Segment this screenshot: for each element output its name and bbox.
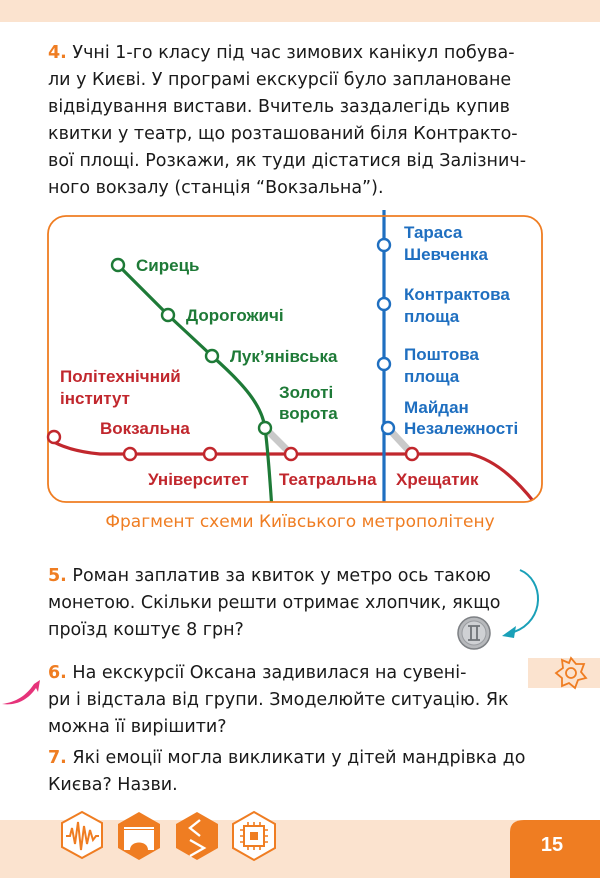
- task-4-line: квитки у театр, що розташований біля Кон…: [48, 124, 518, 144]
- station-tarasa-shevchenka: [376, 237, 392, 253]
- station-maidan: [380, 420, 396, 436]
- label-syrets: Сирець: [136, 256, 199, 275]
- label-lukianivska: Лук’янівська: [230, 347, 338, 366]
- task-number: 4.: [48, 43, 67, 63]
- code-icon: [176, 812, 218, 860]
- label-teatralna: Театральна: [279, 470, 377, 489]
- station-teatralna: [283, 446, 299, 462]
- station-politekhnichnyi: [46, 429, 62, 445]
- station-lukianivska: [204, 348, 220, 364]
- label-shevchenka: Шевченка: [404, 245, 488, 264]
- sound-wave-icon: [61, 810, 103, 860]
- coin-icon: [457, 616, 491, 650]
- label-tarasa: Тараса: [404, 223, 463, 242]
- station-universytet: [202, 446, 218, 462]
- label-ploshcha: площа: [404, 367, 460, 386]
- map-caption: Фрагмент схеми Київського метрополітену: [105, 512, 495, 532]
- task-5-line: проїзд коштує 8 грн?: [48, 620, 244, 640]
- task-7-line: Києва? Назви.: [48, 775, 178, 795]
- station-khreshchatyk: [404, 446, 420, 462]
- label-kontraktova: Контрактова: [404, 285, 510, 304]
- task-7-line: 7. Які емоції могла викликати у дітей ма…: [48, 748, 526, 768]
- task-4-line: ного вокзалу (станція “Вокзальна”).: [48, 178, 384, 198]
- label-politekhnichnyi: Політехнічний: [60, 367, 181, 386]
- task-4-line: вої площі. Розкажи, як туди дістатися ві…: [48, 151, 527, 171]
- label-nezalezhnosti: Незалежності: [404, 419, 518, 438]
- station-syrets: [110, 257, 126, 273]
- task-4-line: ли у Києві. У програмі екскурсії було за…: [48, 70, 512, 90]
- label-poshtova: Поштова: [404, 345, 479, 364]
- label-khreshchatyk: Хрещатик: [396, 470, 479, 489]
- map-frame: [47, 215, 543, 503]
- task-5-line: монетою. Скільки решти отримає хлопчик, …: [48, 593, 501, 613]
- task-7: 7. Які емоції могла викликати у дітей ма…: [48, 745, 548, 799]
- station-kontraktova: [376, 296, 392, 312]
- label-maidan: Майдан: [404, 398, 469, 417]
- label-dorohozhychi: Дорогожичі: [186, 306, 284, 325]
- station-poshtova: [376, 356, 392, 372]
- task-number: 7.: [48, 748, 67, 768]
- station-vokzalna: [122, 446, 138, 462]
- label-ploshcha: площа: [404, 307, 460, 326]
- task-number: 5.: [48, 566, 67, 586]
- pink-arrow-icon: [2, 680, 40, 705]
- task-5-line: 5. Роман заплатив за квиток у метро ось …: [48, 566, 491, 586]
- task-4-line: 4. Учні 1-го класу під час зимових канік…: [48, 43, 515, 63]
- side-tab: [528, 658, 600, 688]
- page-number-badge: [510, 820, 600, 878]
- label-vokzalna: Вокзальна: [100, 419, 190, 438]
- metro-map: Сирець Дорогожичі Лук’янівська Золоті во…: [46, 210, 543, 503]
- task-6-line: ри і відстала від групи. Змоделюйте ситу…: [48, 690, 509, 710]
- task-number: 6.: [48, 663, 67, 683]
- gear-icon: [554, 656, 588, 690]
- label-zoloti: Золоті: [279, 383, 333, 402]
- station-zoloti-vorota: [257, 420, 273, 436]
- curved-arrow-icon: [502, 569, 539, 638]
- top-color-band: [0, 0, 600, 22]
- page-number: 15: [540, 834, 564, 856]
- station-dorohozhychi: [160, 307, 176, 323]
- task-4: 4. Учні 1-го класу під час зимових канік…: [48, 40, 558, 202]
- task-4-line: відвідування вистави. Вчитель заздалегід…: [48, 97, 510, 117]
- task-5: 5. Роман заплатив за квиток у метро ось …: [48, 563, 548, 644]
- task-6-line: 6. На екскурсії Оксана задивилася на сув…: [48, 663, 467, 683]
- label-universytet: Університет: [148, 470, 249, 489]
- chip-icon: [232, 810, 276, 862]
- task-6-line: можна її вирішити?: [48, 717, 227, 737]
- footer: [0, 810, 600, 878]
- task-6: 6. На екскурсії Оксана задивилася на сув…: [48, 660, 550, 741]
- label-instytut: інститут: [60, 389, 130, 408]
- label-vorota: ворота: [279, 404, 338, 423]
- bridge-icon: [118, 812, 160, 860]
